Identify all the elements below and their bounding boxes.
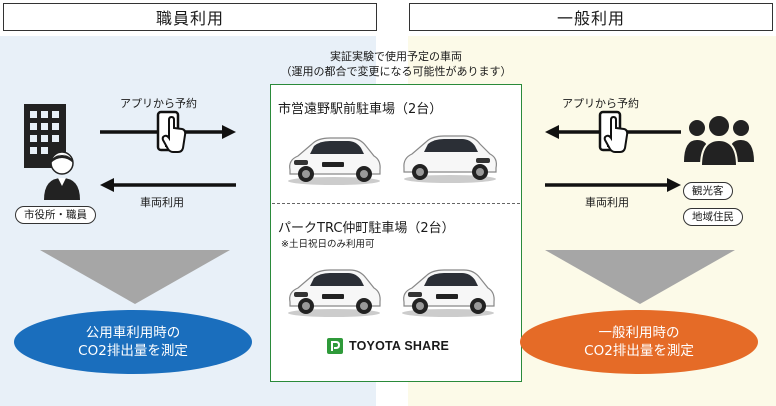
reserve-label-right: アプリから予約 xyxy=(562,97,639,110)
smartphone-tap-icon xyxy=(156,110,187,153)
toyota-share-logo: TOYOTA SHARE xyxy=(327,338,449,354)
resident-label: 地域住民 xyxy=(683,208,743,226)
tourist-label: 観光客 xyxy=(683,182,733,200)
car-icon xyxy=(403,135,497,183)
staff-co2-result: 公用車利用時の CO2排出量を測定 xyxy=(14,310,252,374)
vehicles-title-line2: （運用の都合で変更になる可能性があります） xyxy=(280,65,512,78)
vehicles-title-line1: 実証実験で使用予定の車両 xyxy=(330,50,462,63)
staff-co2-line1: 公用車利用時の xyxy=(85,325,181,341)
lot1-name: 市営遠野駅前駐車場（2台） xyxy=(278,102,443,117)
reserve-label-left: アプリから予約 xyxy=(120,97,197,110)
staff-use-header: 職員利用 xyxy=(3,3,377,31)
use-arrow-right xyxy=(545,178,681,192)
general-co2-result: 一般利用時の CO2排出量を測定 xyxy=(520,310,758,374)
use-label-right: 車両利用 xyxy=(585,196,629,209)
toyota-share-text: TOYOTA SHARE xyxy=(349,339,450,353)
smartphone-tap-icon xyxy=(598,110,629,153)
toyota-share-mark-icon xyxy=(327,338,343,354)
use-arrow-left xyxy=(100,178,236,192)
staff-co2-line2: CO2排出量を測定 xyxy=(78,343,188,359)
general-use-header: 一般利用 xyxy=(409,3,773,31)
vehicles-box xyxy=(270,84,522,382)
car-icon xyxy=(288,269,381,317)
funnel-arrow-left xyxy=(40,250,230,304)
lot2-note: ※土日祝日のみ利用可 xyxy=(281,239,375,250)
person-icon xyxy=(44,151,80,200)
general-co2-line2: CO2排出量を測定 xyxy=(584,343,694,359)
staff-actor-label: 市役所・職員 xyxy=(15,206,96,224)
use-label-left: 車両利用 xyxy=(140,196,184,209)
general-co2-line1: 一般利用時の xyxy=(598,325,680,341)
car-icon xyxy=(288,137,381,185)
lot-divider xyxy=(272,203,520,204)
lot2-name: パークTRC仲町駐車場（2台） xyxy=(278,221,455,236)
vehicles-title: 実証実験で使用予定の車両 （運用の都合で変更になる可能性があります） xyxy=(270,49,522,79)
car-icon xyxy=(402,269,495,317)
group-icon xyxy=(684,114,754,167)
funnel-arrow-right xyxy=(545,250,735,304)
